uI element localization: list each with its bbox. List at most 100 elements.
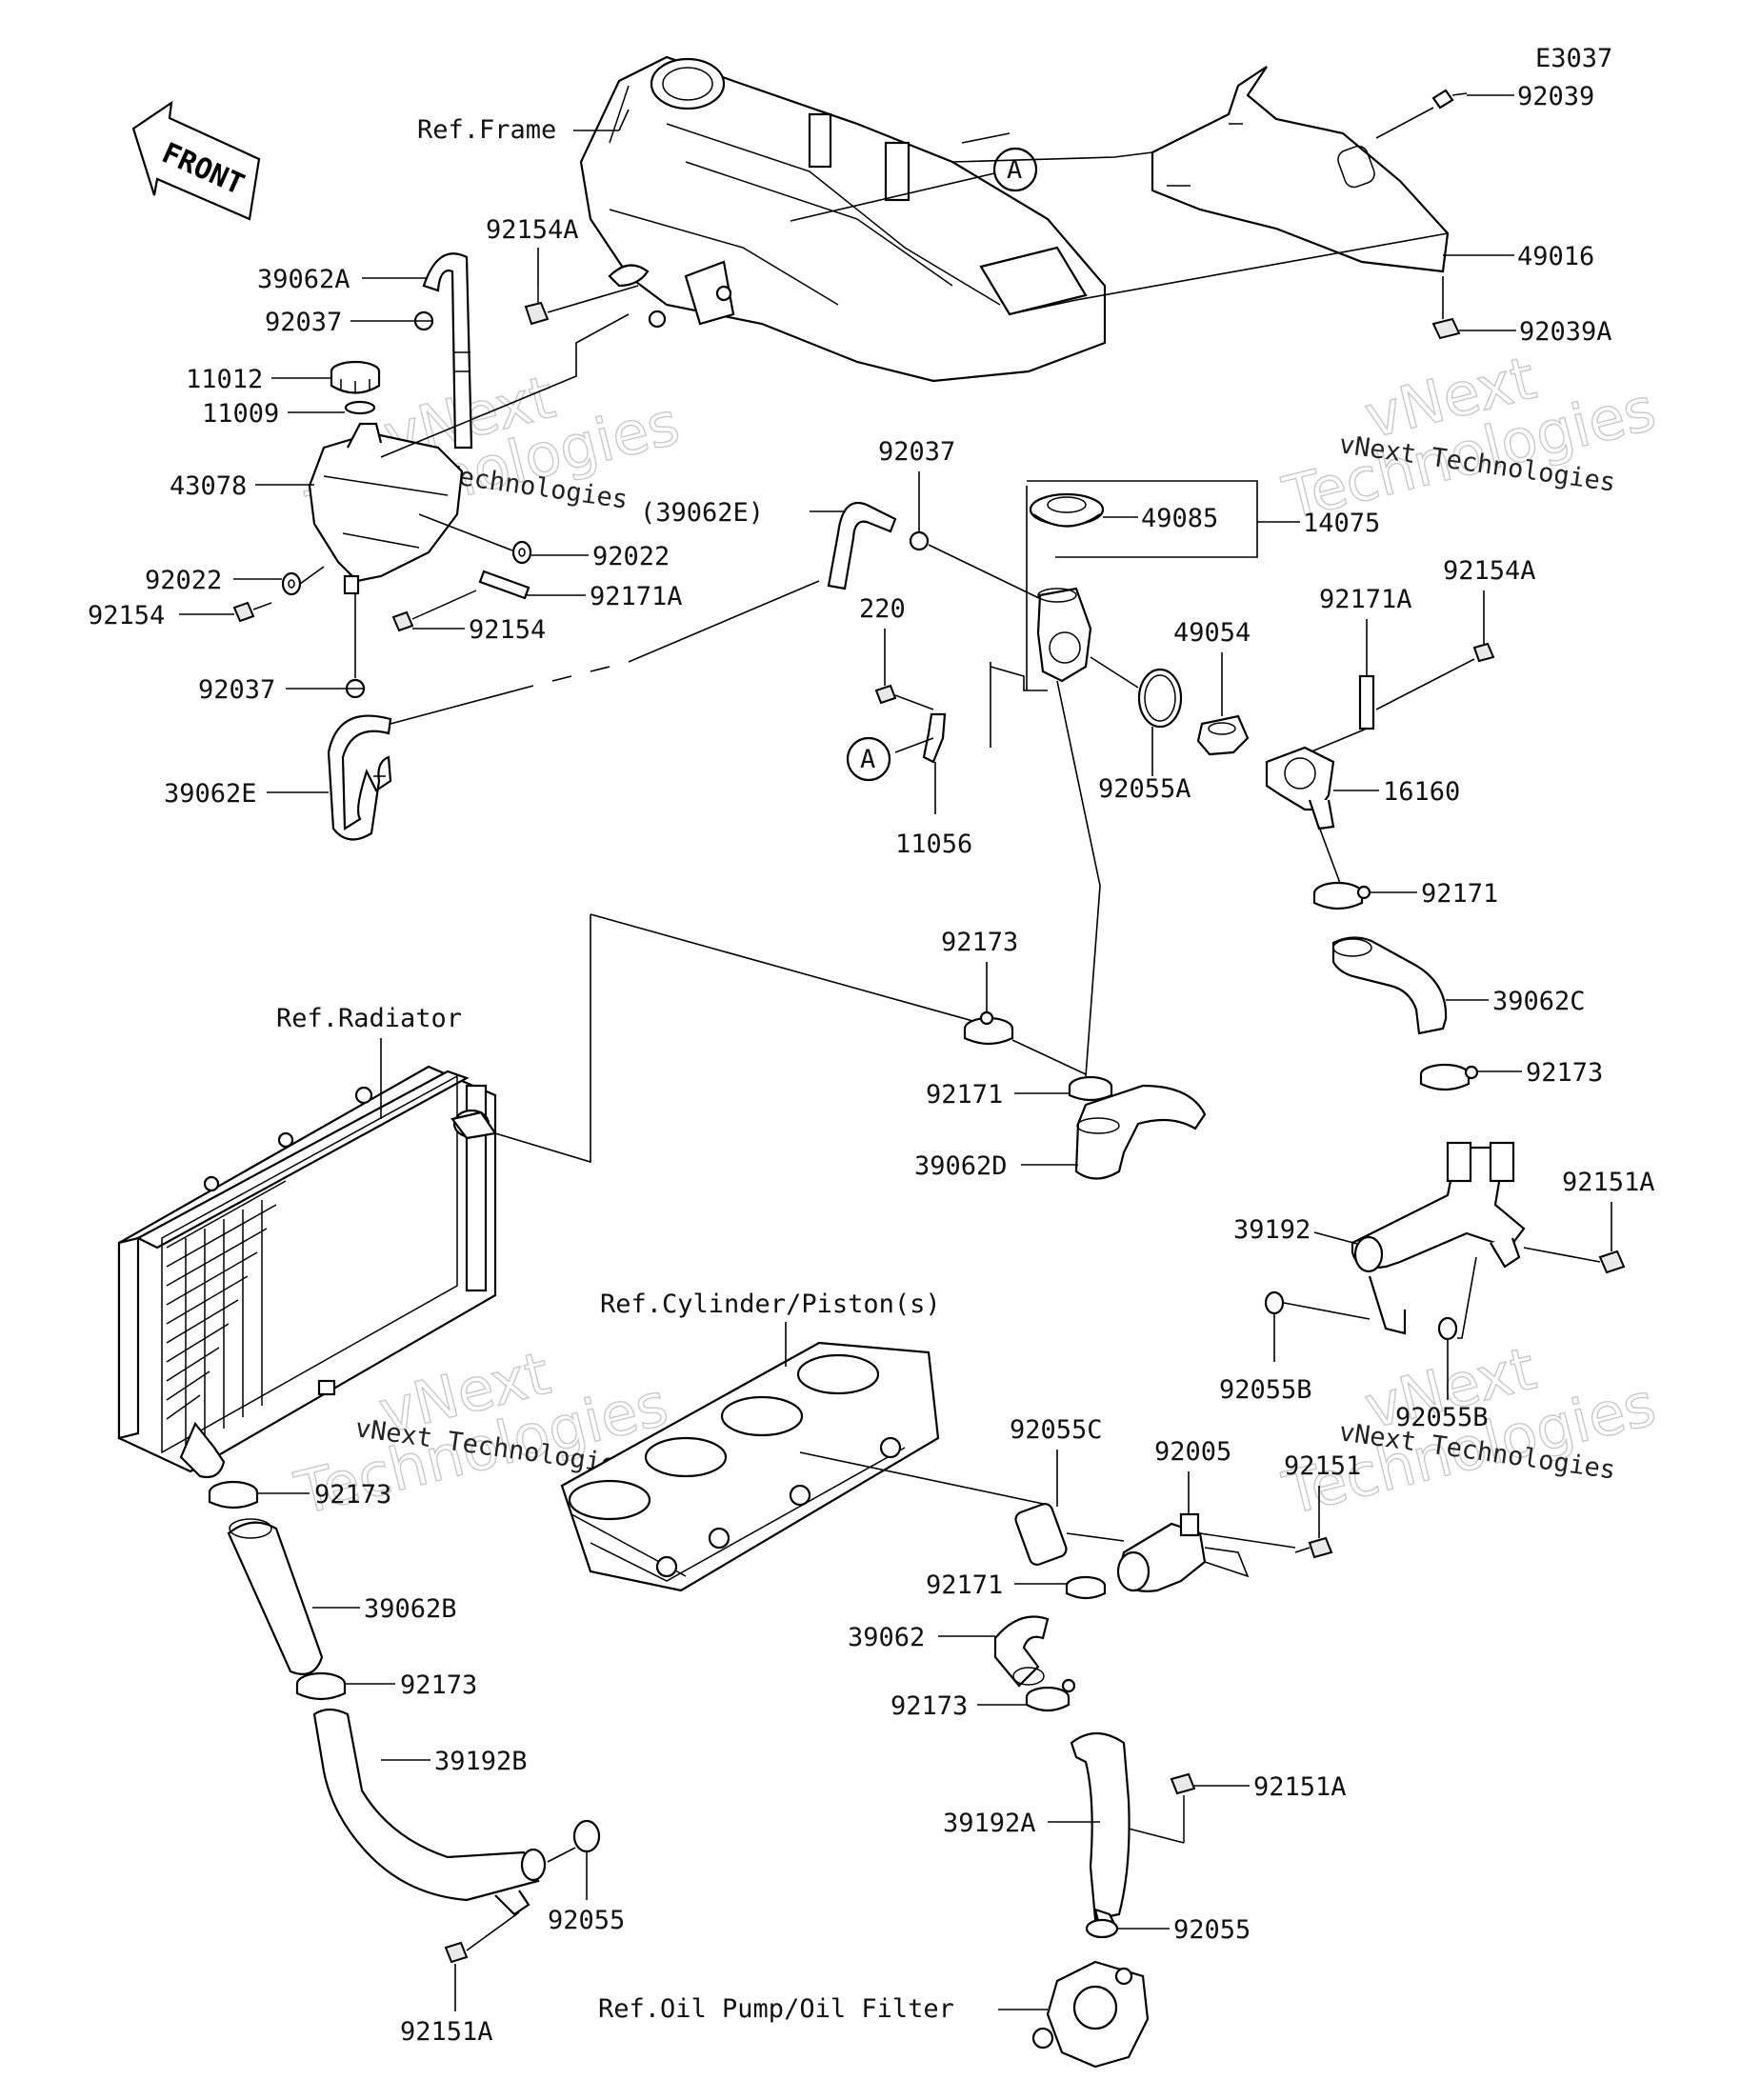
hose-39062B-drawing xyxy=(227,1518,324,1675)
part-39062D: 39062D xyxy=(914,1151,1008,1181)
hose-39062E-upper-drawing xyxy=(827,502,897,590)
part-92173-left2: 92173 xyxy=(400,1670,477,1700)
fitting-92005-drawing xyxy=(1116,1512,1207,1592)
svg-text:A: A xyxy=(1007,155,1022,185)
leader-92005-c xyxy=(1204,1547,1250,1578)
pipe-39192A-drawing xyxy=(1070,1731,1131,1930)
ref-cylinder-label: Ref.Cylinder/Piston(s) xyxy=(600,1290,941,1319)
bolt-220-drawing xyxy=(874,684,934,710)
bolt-92154-left-drawing xyxy=(232,601,272,623)
part-92171-lower: 92171 xyxy=(926,1570,1003,1600)
hose-39062-drawing xyxy=(993,1615,1050,1688)
leader-92171A-right-b xyxy=(1309,728,1368,753)
cylinder-block-drawing xyxy=(560,1341,940,1592)
leader-92151-b xyxy=(1199,1532,1296,1549)
oring-92055-lower-drawing xyxy=(1085,1918,1119,1939)
leader-radiator-92173 xyxy=(590,913,977,1023)
leader-filler-a xyxy=(990,666,1048,691)
part-39062B: 39062B xyxy=(364,1594,457,1624)
part-92037-lower: 92037 xyxy=(198,675,275,705)
water-pipe-39192-drawing xyxy=(1351,1141,1526,1335)
radiator-cap-49085-drawing xyxy=(1029,492,1105,528)
diagram-code: E3037 xyxy=(1535,44,1612,73)
clamp-92173-upper-drawing xyxy=(963,1010,1014,1046)
leader-92005-b xyxy=(1066,1532,1125,1542)
clamp-92037-mid-drawing xyxy=(909,530,930,551)
bracket-14075 xyxy=(990,480,1258,748)
leader-filler-hose xyxy=(1056,680,1101,1077)
washer-92022-right-drawing xyxy=(511,540,532,565)
part-11012: 11012 xyxy=(186,365,263,394)
part-92037-mid: 92037 xyxy=(878,437,955,467)
clamp-92173-left1-drawing xyxy=(208,1480,259,1510)
bolt-92151A-lower-drawing xyxy=(1170,1772,1196,1843)
leader-92055B-left-b xyxy=(1283,1302,1371,1320)
oring-92055C-drawing xyxy=(1014,1503,1068,1566)
leader-marker-a-lower xyxy=(894,737,934,753)
stay-92171A-right-drawing xyxy=(1358,674,1375,730)
radiator-drawing xyxy=(117,1065,497,1479)
part-49016: 49016 xyxy=(1517,242,1594,271)
bolt-92039-drawing xyxy=(1431,89,1468,110)
part-92005: 92005 xyxy=(1154,1437,1231,1467)
clamp-92037-top-drawing xyxy=(413,310,434,331)
leader-radiator-inlet xyxy=(494,914,591,1164)
washer-92022-left-drawing xyxy=(281,571,302,596)
leader-92037-mid-b xyxy=(928,544,1044,601)
seal-11009-drawing xyxy=(344,400,376,415)
part-92171-right: 92171 xyxy=(1421,879,1498,909)
part-92154-center: 92154 xyxy=(469,615,546,645)
part-92055B-left: 92055B xyxy=(1219,1375,1312,1405)
oil-pump-drawing xyxy=(1031,1960,1150,2069)
bolt-92151-drawing xyxy=(1294,1536,1333,1559)
nut-92039A-drawing xyxy=(1431,276,1461,340)
cap-11012-drawing xyxy=(330,360,381,394)
heat-shield-49016-drawing xyxy=(1151,66,1450,273)
part-92039: 92039 xyxy=(1517,82,1594,111)
part-11009: 11009 xyxy=(202,399,279,429)
leader-39192 xyxy=(1313,1231,1358,1245)
part-92037-top: 92037 xyxy=(265,308,342,337)
part-92151: 92151 xyxy=(1284,1451,1361,1481)
leader-a-top xyxy=(790,172,995,222)
leader-39062E-dash xyxy=(390,580,820,725)
bolt-92154A-top-drawing xyxy=(524,286,550,326)
leader-92151A-lower-b xyxy=(1128,1828,1185,1844)
part-92173-lower: 92173 xyxy=(891,1691,968,1721)
part-92151A-lower: 92151A xyxy=(1253,1772,1347,1802)
bolt-92151A-right-drawing xyxy=(1598,1250,1626,1274)
leader-49016-frame xyxy=(1009,232,1449,315)
part-92055-lower: 92055 xyxy=(1173,1915,1251,1945)
marker-a-lower: A xyxy=(846,736,891,782)
part-220: 220 xyxy=(859,594,906,624)
part-92154A-right: 92154A xyxy=(1443,556,1536,586)
bolt-92151A-left-drawing xyxy=(444,1941,469,1964)
clamp-92173-lower-drawing xyxy=(1025,1678,1076,1712)
stay-92171A-tank-drawing xyxy=(478,570,530,600)
part-92173-left1: 92173 xyxy=(314,1480,391,1510)
oring-92055B-left-drawing xyxy=(1264,1290,1285,1315)
bolt-92154A-right-drawing xyxy=(1472,642,1495,663)
clamp-92171-right-drawing xyxy=(1312,881,1371,910)
part-39062C: 39062C xyxy=(1492,987,1586,1016)
leader-ref-frame-2 xyxy=(618,109,630,131)
part-92151A-right: 92151A xyxy=(1562,1168,1655,1197)
thermostat-housing-16160-drawing xyxy=(1265,746,1335,830)
clamp-92171-mid-drawing xyxy=(1068,1075,1113,1102)
oring-92055B-right-drawing xyxy=(1437,1316,1458,1341)
part-92171-mid: 92171 xyxy=(926,1080,1003,1110)
leader-92151A-right-b xyxy=(1523,1247,1601,1263)
part-92055C: 92055C xyxy=(1010,1415,1103,1445)
leader-92151A-left-b xyxy=(466,1911,520,1951)
part-39062A: 39062A xyxy=(257,265,350,294)
leader-92154A-right-b xyxy=(1375,658,1475,710)
leader-92022-left-b xyxy=(299,566,325,585)
leader-49016-frame-2 xyxy=(951,151,1153,163)
part-92022-left: 92022 xyxy=(145,566,222,595)
part-14075: 14075 xyxy=(1303,509,1380,538)
part-92022-right: 92022 xyxy=(592,542,670,571)
marker-a-top: A xyxy=(992,147,1038,192)
part-39062E-paren: (39062E) xyxy=(640,498,764,528)
part-92039A: 92039A xyxy=(1519,317,1612,347)
part-92171A-right: 92171A xyxy=(1319,585,1412,614)
